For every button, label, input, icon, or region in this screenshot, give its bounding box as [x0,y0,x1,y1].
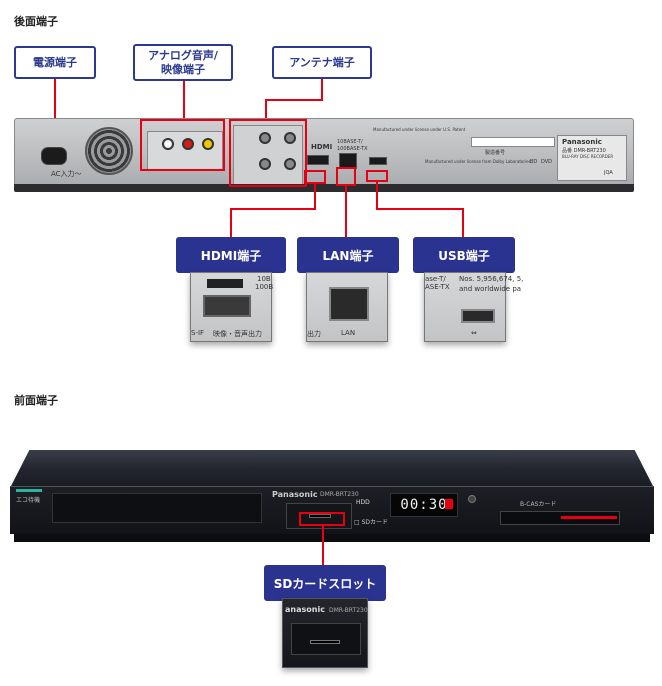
usb-zoom-top3: Nos. 5,956,674, 5, [459,275,524,283]
antenna-connector-line-v2 [265,99,267,119]
av-jack-white [162,138,174,150]
recorder-front-lip [14,534,650,542]
power-button[interactable] [468,495,476,503]
av-jack-block [147,131,223,171]
power-terminal-label: 電源端子 [14,46,96,79]
patent-note: Manufactured under license under U.S. Pa… [373,127,466,132]
rating-jqa: JQA [604,170,613,176]
antenna-block [233,125,303,185]
display-time: 00:30 [400,497,448,513]
sd-connector-line [322,526,324,566]
rear-section-title: 後面端子 [14,15,58,28]
av-jack-red [182,138,194,150]
bcas-card [561,516,617,519]
bcas-text: B-CASカード [520,501,557,508]
hdmi-logo: HDMI [311,143,333,151]
sd-card-text: □ SDカード [354,519,389,526]
usb-zoom-symbol: ⇔ [471,329,477,337]
eco-standby-led [16,489,42,492]
usb-zoom-top4: and worldwide pa [459,285,522,293]
front-model: DMR-BRT230 [320,491,359,498]
rear-panel-base [14,184,634,192]
lan-highlight-box [336,167,356,186]
dvd-text: DVD [541,159,553,165]
lan-spec-1: 10BASE-T/ [337,139,363,145]
usb-highlight-box [366,170,388,182]
usb-zoom-top1: ase-T/ [425,275,446,283]
usb-zoom-top2: ASE-TX [425,283,450,291]
sd-card-slot-callout: SDカードスロット [264,565,386,601]
sd-zoom-model: DMR-BRT230 [329,607,368,614]
hdmi-callout: HDMI端子 [176,237,286,273]
hdmi-line-v1 [314,184,316,210]
front-brand: Panasonic [272,490,318,499]
ac-inlet [41,147,67,165]
usb-line-h [376,208,464,210]
front-section-title: 前面端子 [14,394,58,407]
hdmi-zoom-sif: S-IF [191,329,205,337]
antenna-terminal-label: アンテナ端子 [272,46,372,79]
hdmi-zoom-av-out: 映像・音声出力 [213,330,262,338]
usb-line-v2 [462,208,464,238]
lan-spec-2: 100BASE-TX [337,146,368,152]
av-jack-yellow [202,138,214,150]
hdmi-highlight-box [304,170,326,184]
serial-box [471,137,555,147]
hdmi-line-h [230,208,316,210]
sd-highlight-box [299,512,345,526]
lan-line [345,186,347,238]
antenna-jack-4 [284,158,296,170]
usb-zoom-port [461,309,495,323]
disc-tray [52,493,262,523]
lan-callout: LAN端子 [297,237,399,273]
power-connector-line [54,79,56,141]
usb-port [369,157,387,165]
fan-grille [85,127,133,175]
hdmi-zoom-port [203,295,251,317]
eco-standby-text: エコ待機 [16,497,41,504]
usb-line-v1 [376,182,378,210]
hdd-indicator: HDD [356,499,370,506]
antenna-jack-1 [259,132,271,144]
hdmi-zoom-logo [207,279,243,288]
av-connector-line [183,81,185,119]
antenna-jack-2 [284,132,296,144]
hdmi-zoom-image: 10B 100B S-IF 映像・音声出力 [190,272,274,342]
antenna-highlight-box [229,119,307,187]
antenna-jack-3 [259,158,271,170]
sd-zoom-brand: anasonic [285,605,325,614]
rating-product: BLU-RAY DISC RECORDER [562,154,614,159]
recorder-top-surface [10,450,654,488]
sd-slot[interactable] [309,514,331,518]
sd-zoom-slot-frame [291,623,361,655]
hdmi-port [307,155,329,165]
usb-callout: USB端子 [413,237,515,273]
antenna-connector-line-h [265,99,323,101]
serial-label: 製造番号 [485,150,506,156]
hdmi-zoom-top1: 10B [257,275,271,283]
antenna-connector-line-v1 [321,79,323,101]
bd-text: BD [530,159,538,165]
sd-zoom-image: anasonic DMR-BRT230 [282,598,368,668]
bcas-slot[interactable] [500,511,620,525]
ac-input-text: AC入力～ [51,170,82,178]
rating-brand: Panasonic [562,138,602,146]
lan-zoom-label: LAN [341,329,356,337]
lan-zoom-out: 出力 [307,330,321,338]
rating-label: Panasonic 品番 DMR-BRT230 BLU-RAY DISC REC… [557,135,627,181]
dolby-note: Manufactured under license from Dolby La… [425,159,532,164]
hdmi-line-v2 [230,208,232,238]
hdmi-zoom-top2: 100B [255,283,274,291]
record-indicator [445,499,453,509]
lan-zoom-jack [329,287,369,321]
av-highlight-box [140,119,225,171]
usb-zoom-image: ase-T/ ASE-TX Nos. 5,956,674, 5, and wor… [424,272,523,342]
analog-av-terminal-label: アナログ音声/ 映像端子 [133,44,233,81]
recorder-front-panel: エコ待機 Panasonic DMR-BRT230 HDD □ SDカード 00… [10,486,654,534]
lan-zoom-image: LAN 出力 [306,272,388,342]
rating-model: 品番 DMR-BRT230 [562,148,606,154]
sd-zoom-slot [310,640,340,644]
